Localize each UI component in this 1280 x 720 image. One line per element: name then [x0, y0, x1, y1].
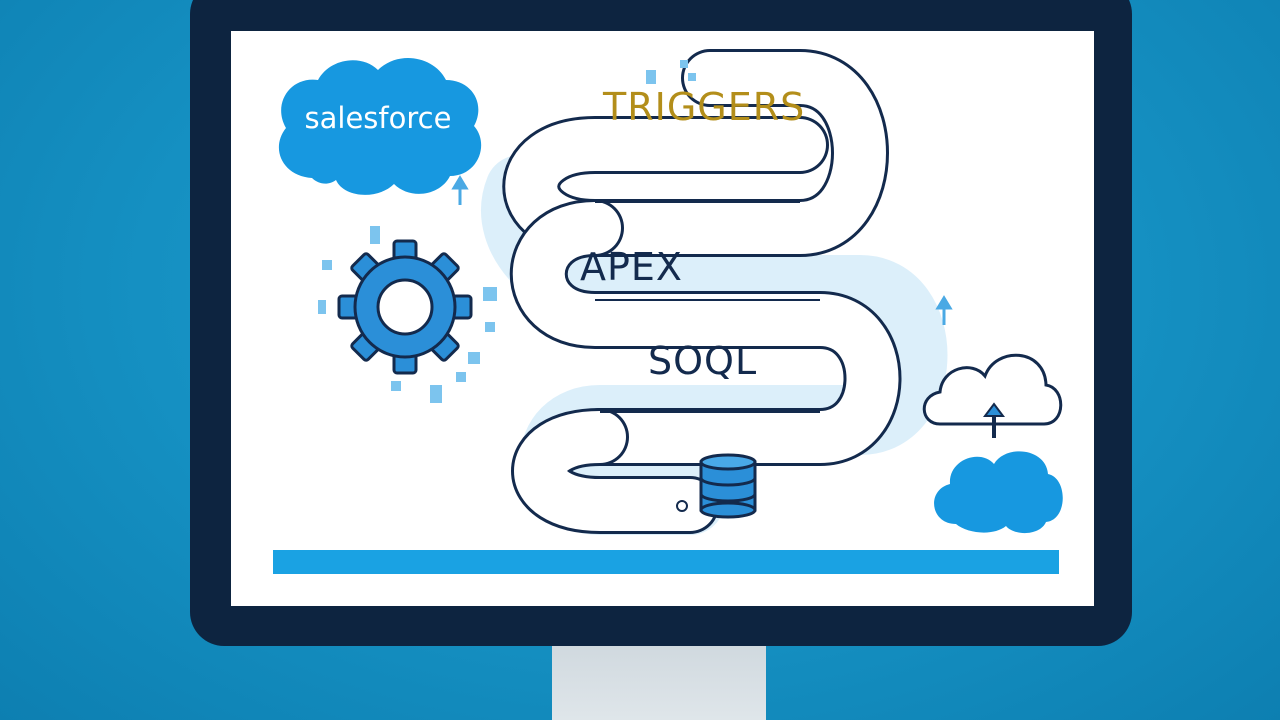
progress-bar — [273, 550, 1059, 574]
arrow-marks — [451, 175, 953, 325]
salesforce-cloud-logo: salesforce — [278, 57, 482, 195]
cloud-icon — [934, 451, 1063, 534]
cloud-upload-icon — [922, 353, 1063, 438]
stage-label-triggers: TRIGGERS — [602, 85, 805, 129]
monitor-stand — [552, 640, 766, 720]
workflow-path — [502, 49, 902, 534]
stage-label-soql: SOQL — [648, 339, 757, 383]
stage-label-apex: APEX — [580, 245, 683, 289]
database-icon — [699, 453, 757, 519]
salesforce-wordmark: salesforce — [305, 101, 452, 135]
gear-icon — [337, 239, 473, 375]
progress-bar-fill — [273, 550, 1059, 574]
decorative-dots — [318, 60, 696, 403]
